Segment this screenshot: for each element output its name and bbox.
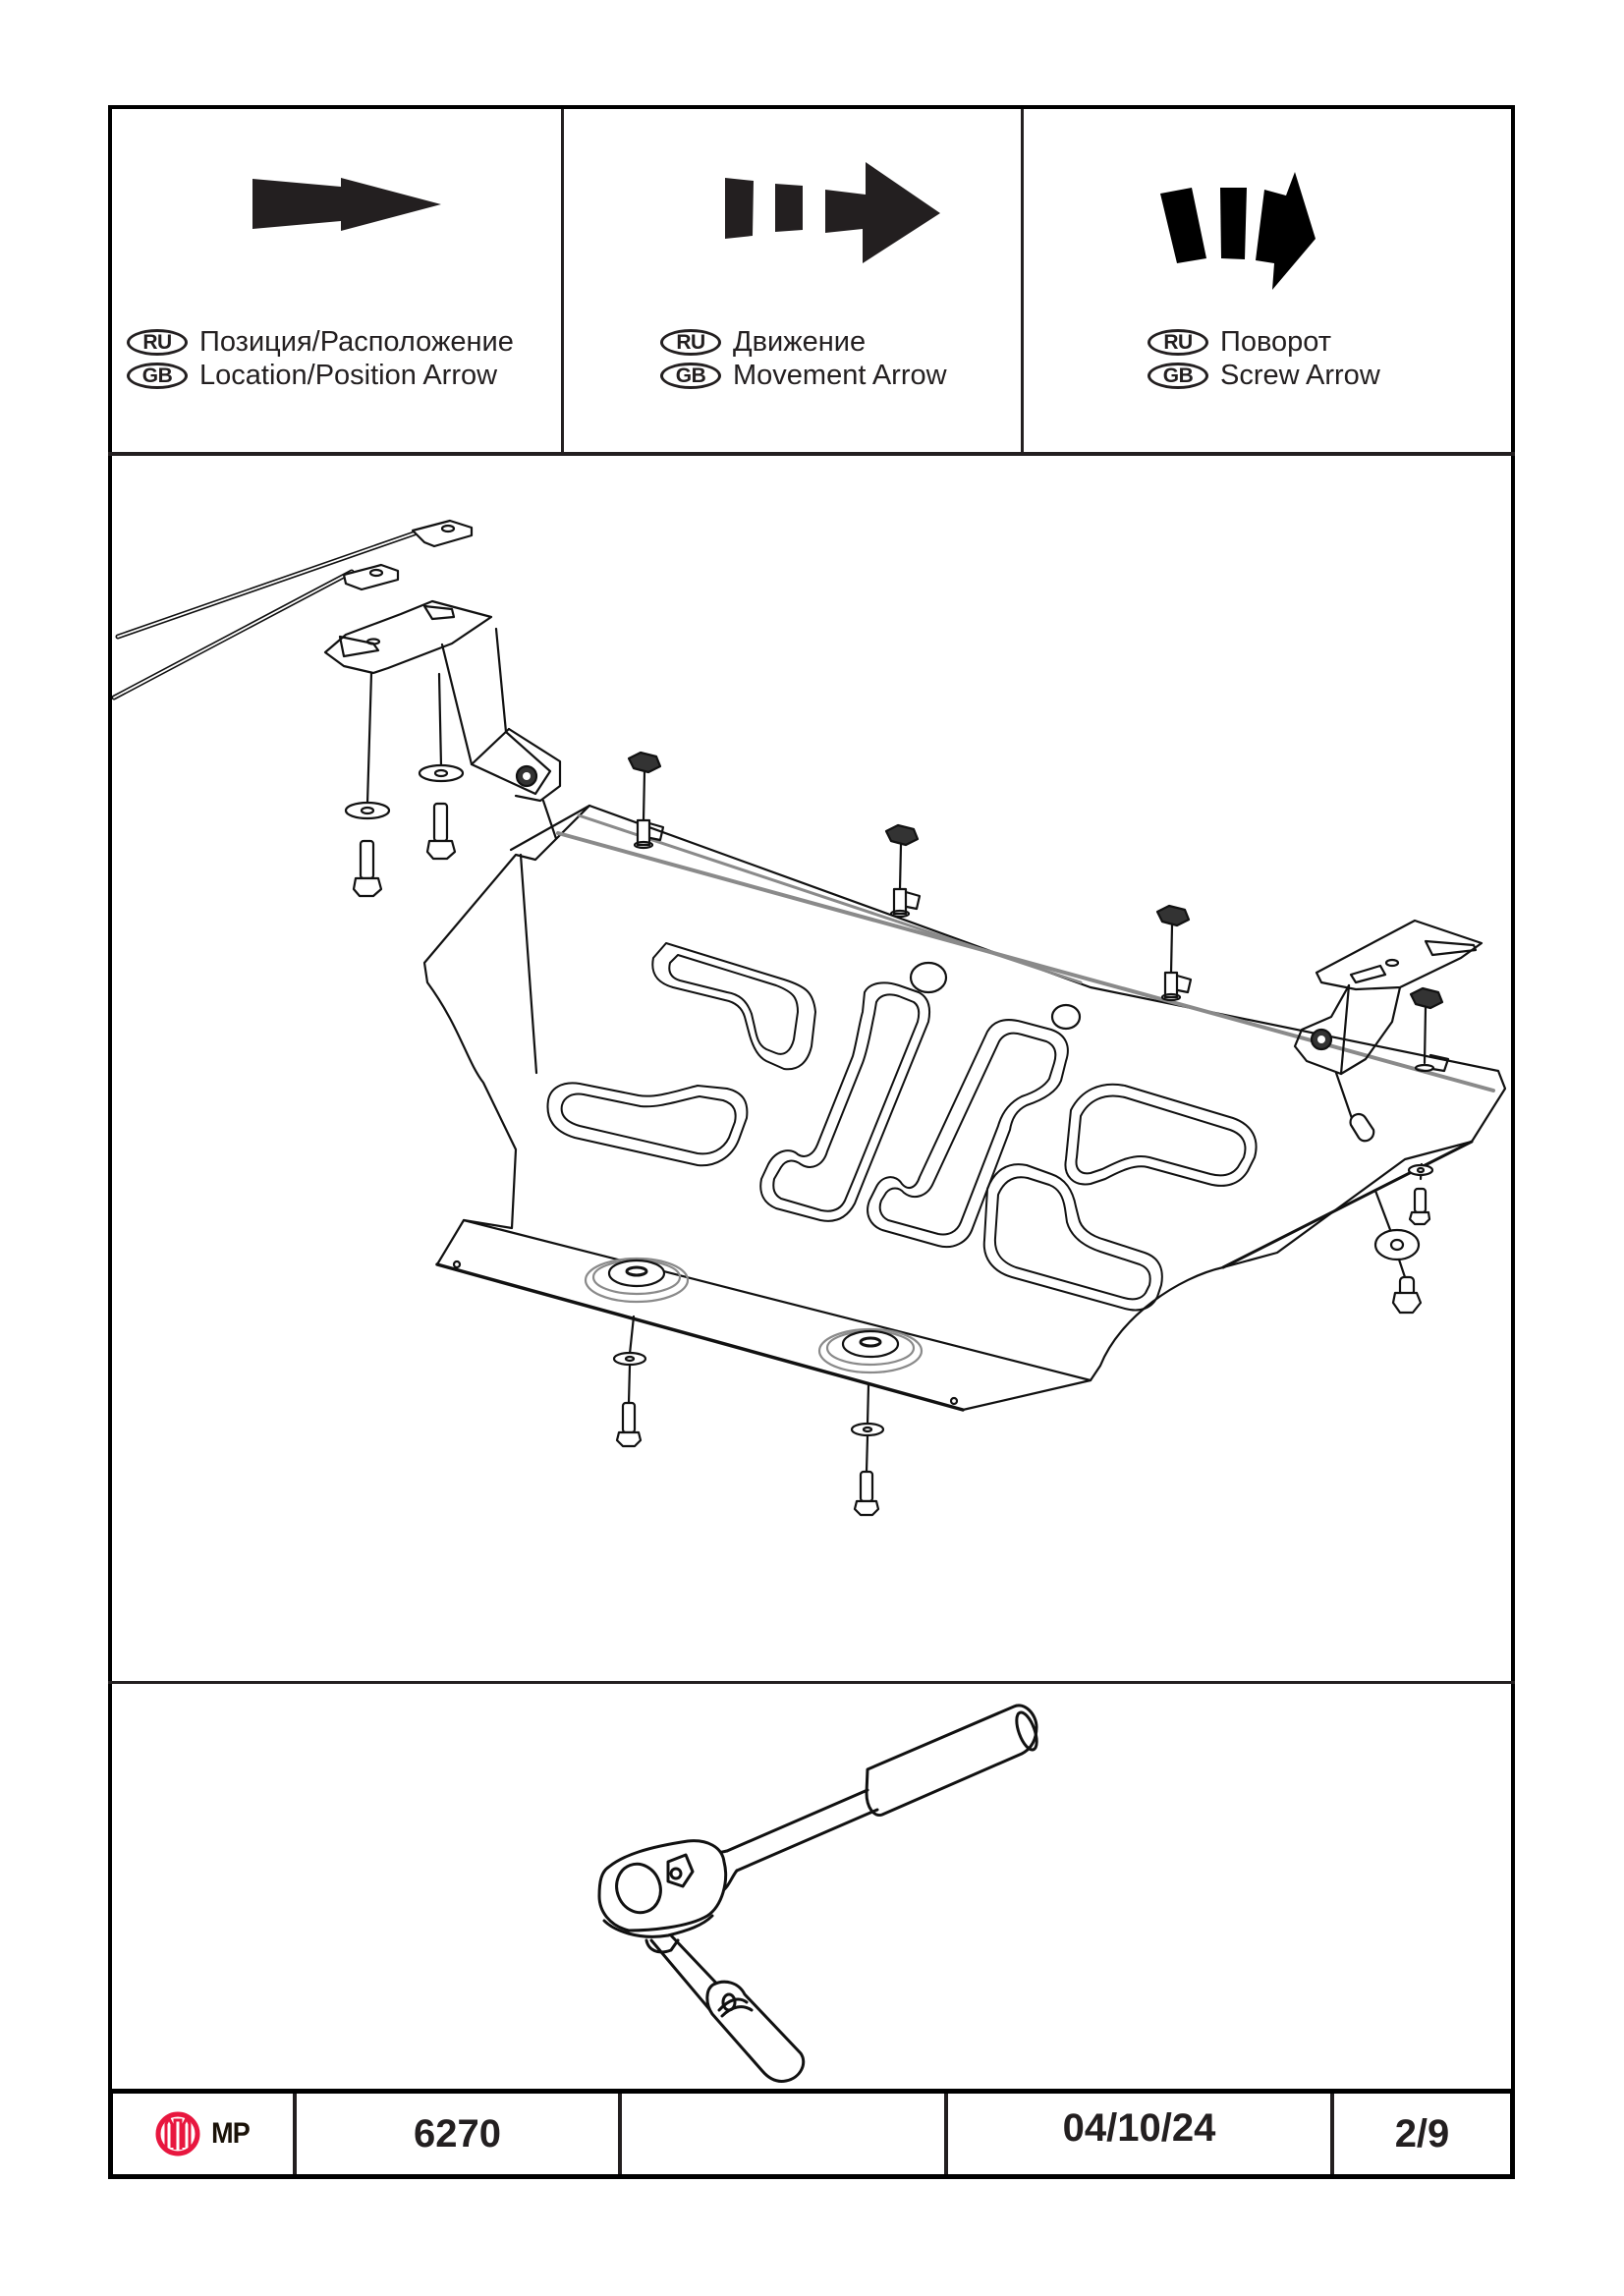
ru-badge: RU xyxy=(127,328,188,356)
legend-movement-arrow: RU Движение GB Movement Arrow xyxy=(564,109,1021,455)
assembly-diagram xyxy=(112,519,1507,1517)
legend-screw-arrow: RU Поворот GB Screw Arrow xyxy=(1024,109,1511,455)
brand-logo: MP xyxy=(113,2094,293,2174)
header-divider xyxy=(108,452,1515,456)
front-bolt-seats xyxy=(584,1257,924,1374)
legend-label-ru: Позиция/Расположение xyxy=(199,326,514,358)
legend-label-gb: Movement Arrow xyxy=(733,360,947,391)
gb-badge: GB xyxy=(660,362,721,389)
legend-column-divider-2 xyxy=(1021,109,1024,453)
mounting-bracket-right xyxy=(1293,919,1484,1143)
legend-location-arrow: RU Позиция/Расположение GB Location/Posi… xyxy=(112,109,561,455)
gb-badge: GB xyxy=(1148,362,1208,389)
mp-logo-icon xyxy=(155,2111,200,2156)
legend-column-divider-1 xyxy=(561,109,564,453)
brand-name: MP xyxy=(211,2117,251,2150)
footer-divider xyxy=(944,2094,948,2174)
right-side-fasteners xyxy=(1373,1162,1434,1315)
page-frame xyxy=(108,105,1515,2179)
movement-arrow-icon xyxy=(725,162,940,263)
legend-label-gb: Screw Arrow xyxy=(1220,360,1380,391)
footer-divider xyxy=(1330,2094,1334,2174)
revision-date: 04/10/24 xyxy=(1062,2105,1216,2150)
location-arrow-icon xyxy=(252,178,441,231)
ru-badge: RU xyxy=(1148,328,1208,356)
mounting-bracket-left xyxy=(323,599,562,803)
gb-badge: GB xyxy=(127,362,188,389)
ratchet-wrench-icon xyxy=(597,1704,1038,2083)
title-block: MP 6270 04/10/24 2/9 xyxy=(108,2089,1515,2179)
footer-divider xyxy=(618,2094,622,2174)
blank-field xyxy=(622,2094,944,2174)
ru-badge: RU xyxy=(660,328,721,356)
screw-arrow-icon xyxy=(1160,172,1316,290)
legend-label-ru: Движение xyxy=(733,326,867,358)
legend-label-gb: Location/Position Arrow xyxy=(199,360,498,391)
front-bolts xyxy=(612,1315,885,1517)
page-number: 2/9 xyxy=(1394,2111,1450,2156)
plate-cutouts xyxy=(546,942,1258,1312)
diagram-divider xyxy=(108,1681,1515,1684)
clip-nuts xyxy=(627,751,1450,1073)
skid-plate xyxy=(422,804,1507,1412)
fish-wire-guides xyxy=(112,519,474,700)
legend-label-ru: Поворот xyxy=(1220,326,1332,358)
footer-divider xyxy=(293,2094,297,2174)
part-number: 6270 xyxy=(414,2111,501,2156)
